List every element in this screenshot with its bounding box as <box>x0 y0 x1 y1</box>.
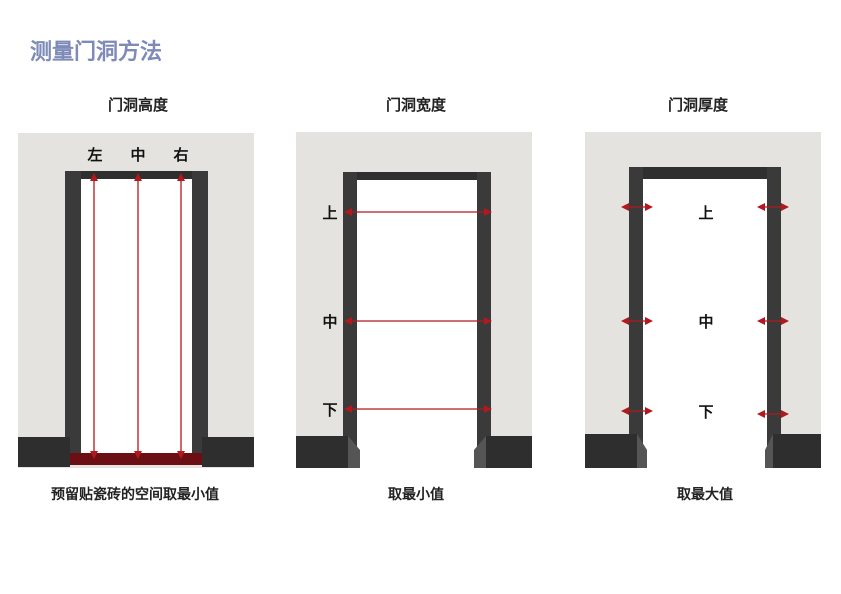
door-height-diagram <box>18 133 254 468</box>
label-middle-thickness: 中 <box>698 313 714 331</box>
label-right: 右 <box>173 146 189 164</box>
label-left: 左 <box>87 146 103 164</box>
label-center: 中 <box>130 146 146 164</box>
panel-height-title: 门洞高度 <box>107 96 168 114</box>
caption-thickness: 取最大值 <box>677 487 733 503</box>
caption-width: 取最小值 <box>388 487 444 503</box>
label-top-thickness: 上 <box>698 204 714 222</box>
panel-width-title: 门洞宽度 <box>385 96 446 114</box>
door-thickness-diagram <box>585 132 821 468</box>
label-bottom: 下 <box>322 401 338 419</box>
door-width-diagram <box>296 132 532 468</box>
label-top: 上 <box>322 204 338 222</box>
label-bottom-thickness: 下 <box>698 403 714 421</box>
caption-height: 预留贴瓷砖的空间取最小值 <box>51 487 219 503</box>
panel-thickness-title: 门洞厚度 <box>667 96 728 114</box>
label-middle: 中 <box>322 313 338 331</box>
page-title: 测量门洞方法 <box>30 40 163 65</box>
